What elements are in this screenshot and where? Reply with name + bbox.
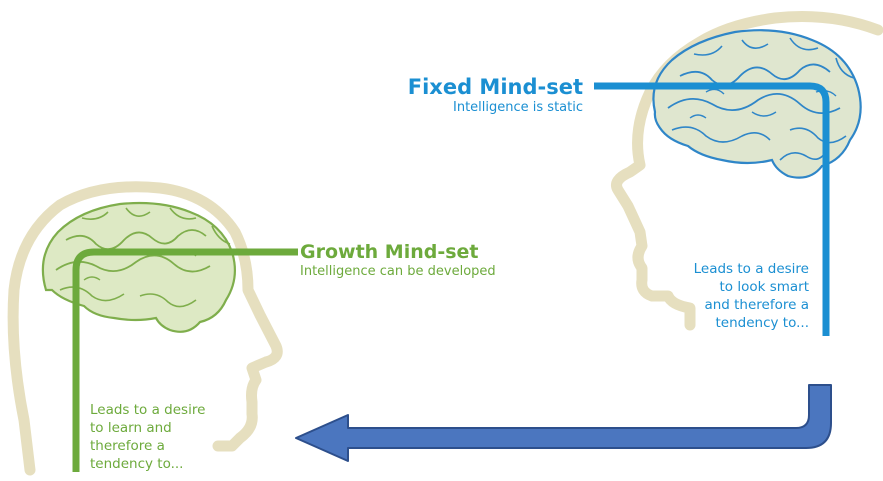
growth-connector-line [72, 248, 298, 472]
fixed-head-figure [611, 11, 883, 331]
fixed-title: Fixed Mind-set [408, 75, 583, 99]
growth-body-line: tendency to... [90, 456, 183, 472]
growth-brain-icon [41, 201, 237, 333]
fixed-body-line: Leads to a desire [694, 261, 809, 277]
growth-body-line: Leads to a desire [90, 402, 205, 418]
fixed-body-line: and therefore a [704, 297, 809, 313]
fixed-body: Leads to a desire to look smart and ther… [694, 261, 809, 331]
growth-head-figure [7, 181, 283, 476]
growth-body: Leads to a desire to learn and therefore… [90, 402, 205, 472]
curved-arrow-left-icon [295, 384, 832, 462]
fixed-body-line: to look smart [719, 279, 809, 295]
fixed-body-line: tendency to... [716, 315, 809, 331]
fixed-head-silhouette-icon [611, 11, 883, 331]
fixed-brain-icon [652, 29, 862, 179]
growth-head-silhouette-icon [7, 181, 283, 476]
growth-subtitle: Intelligence can be developed [300, 264, 496, 279]
fixed-subtitle: Intelligence is static [453, 100, 583, 115]
fixed-connector-line [594, 82, 830, 336]
growth-body-line: to learn and [90, 420, 172, 436]
growth-title: Growth Mind-set [300, 241, 479, 263]
growth-body-line: therefore a [90, 438, 165, 454]
